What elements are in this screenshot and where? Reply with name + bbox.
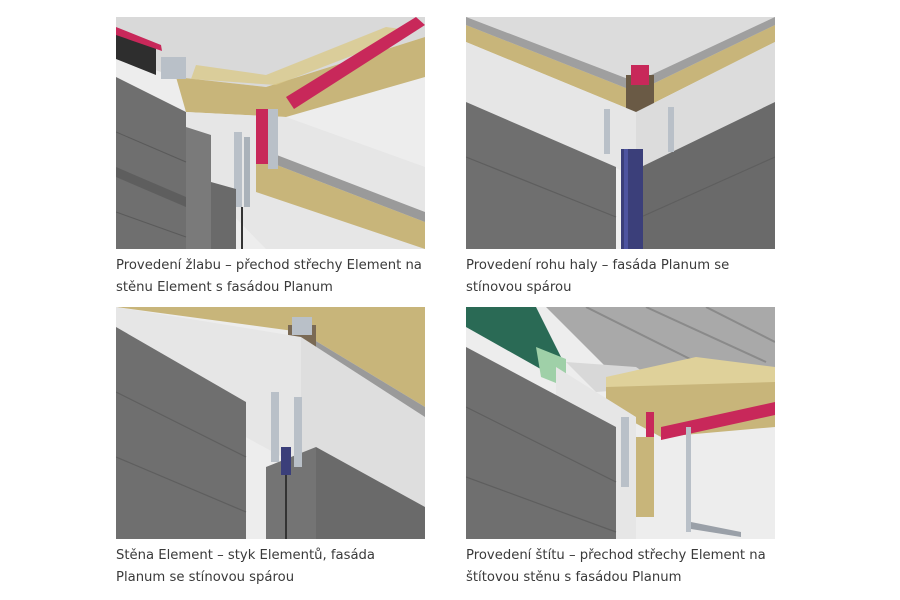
illustration-wall-joint [116,307,425,539]
illustration-corner-detail [466,17,775,249]
gallery-item-corner: Provedení rohu haly – fasáda Planum se s… [466,17,775,299]
illustration-gutter-detail [116,17,425,249]
caption: Provedení štítu – přechod střechy Elemen… [466,548,766,585]
gallery-item-gable: Provedení štítu – přechod střechy Elemen… [466,307,775,589]
gallery-item-gutter: Provedení žlabu – přechod střechy Elemen… [116,17,425,299]
caption: Provedení rohu haly – fasáda Planum se s… [466,258,730,295]
gallery-item-wall-joint: Stěna Element – styk Elementů, fasáda Pl… [116,307,425,589]
caption: Stěna Element – styk Elementů, fasáda Pl… [116,548,376,585]
caption: Provedení žlabu – přechod střechy Elemen… [116,258,422,295]
illustration-gable-detail [466,307,775,539]
